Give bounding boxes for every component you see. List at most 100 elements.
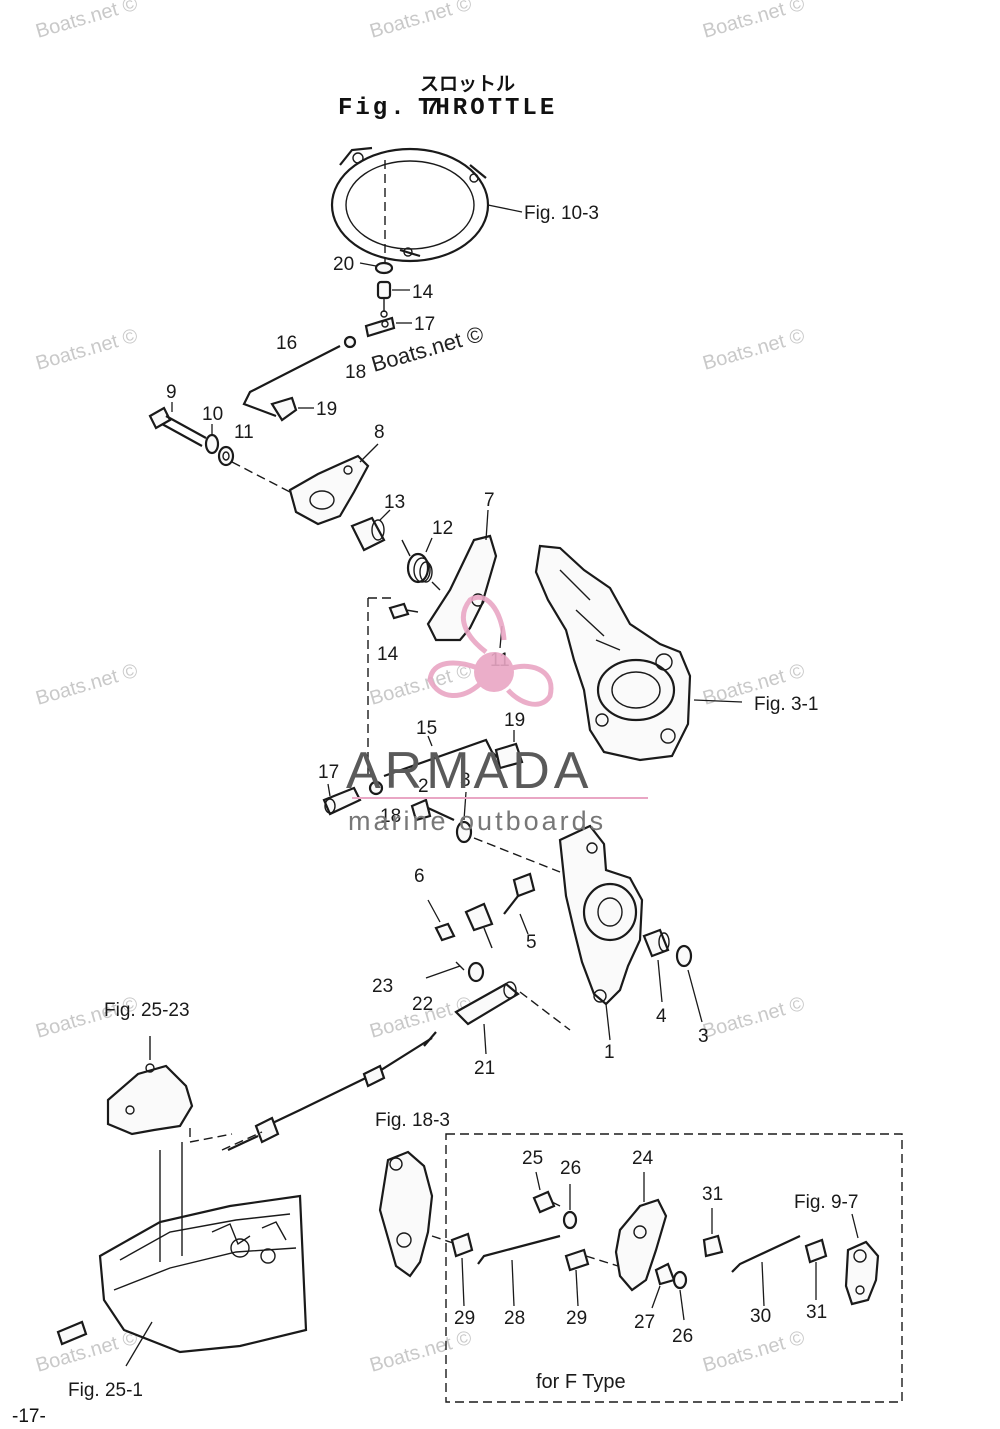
washer-22 <box>467 961 485 983</box>
throttle-lever-8 <box>288 454 370 526</box>
collar-27 <box>654 1262 676 1286</box>
ref-fig-9-7: Fig. 9-7 <box>794 1192 858 1213</box>
watermark-text: Boats.net © <box>33 325 140 375</box>
cable-joint-21 <box>454 981 520 1026</box>
ref-fig-18-3: Fig. 18-3 <box>375 1110 450 1131</box>
watermark-text: Boats.net © <box>700 993 807 1043</box>
clip-29-right <box>564 1248 590 1272</box>
armada-tagline: marine outboards <box>348 806 606 836</box>
callout-1: 1 <box>604 1042 615 1063</box>
callout-21: 21 <box>474 1058 495 1079</box>
watermark-text: Boats.net © <box>33 0 140 43</box>
ref-fig-25-1: Fig. 25-1 <box>68 1380 143 1401</box>
callout-17-mid: 17 <box>318 762 339 783</box>
shift-bracket <box>378 1150 434 1278</box>
lower-cowling <box>56 1142 308 1354</box>
watermark-text: Boats.net © <box>700 325 807 375</box>
carburetor-body <box>534 544 692 762</box>
clip-31-left <box>702 1234 724 1258</box>
ref-fig-25-23: Fig. 25-23 <box>104 1000 190 1021</box>
callout-30: 30 <box>750 1306 771 1327</box>
callout-19-mid: 19 <box>504 710 525 731</box>
callout-26-top: 26 <box>560 1158 581 1179</box>
nipple-14-top <box>376 280 392 318</box>
callout-25: 25 <box>522 1148 543 1169</box>
joint-17-top <box>364 316 396 338</box>
torsion-spring-12 <box>401 539 441 591</box>
title-japanese: スロットル <box>420 73 515 95</box>
figure-title: THROTTLE <box>418 95 557 122</box>
f-type-label: for F Type <box>536 1371 626 1393</box>
bushing-arm <box>464 902 494 949</box>
callout-2: 2 <box>418 776 429 797</box>
callout-29-left: 29 <box>454 1308 475 1329</box>
watermark-text: Boats.net © <box>367 1327 474 1377</box>
washer-11-top <box>217 445 235 467</box>
callout-19-top: 19 <box>316 399 337 420</box>
callout-12: 12 <box>432 518 453 539</box>
washer-26-bottom <box>672 1270 688 1290</box>
clip-31-right <box>804 1238 828 1264</box>
callout-4: 4 <box>656 1006 667 1027</box>
callout-29-right: 29 <box>566 1308 587 1329</box>
callout-10: 10 <box>202 404 223 425</box>
nut-6 <box>434 922 456 942</box>
callout-18-top: 18 <box>345 362 366 383</box>
callout-11-top: 11 <box>234 422 254 443</box>
throttle-cam-1 <box>558 824 644 1006</box>
callout-17-top: 17 <box>414 314 435 335</box>
washer-3-mid <box>455 820 473 844</box>
callout-24: 24 <box>632 1148 654 1169</box>
carb-lever <box>844 1240 880 1306</box>
lever-24 <box>614 1198 668 1292</box>
washer-3-right <box>675 944 693 968</box>
callout-7: 7 <box>484 490 495 511</box>
joint-17-mid <box>322 786 362 816</box>
callout-14-mid: 14 <box>377 644 399 665</box>
callout-13: 13 <box>384 492 405 513</box>
callout-14-top: 14 <box>412 282 434 303</box>
armada-watermark <box>427 595 554 707</box>
callout-31-right: 31 <box>806 1302 827 1323</box>
callout-6: 6 <box>414 866 425 887</box>
clip-19-mid <box>494 742 524 770</box>
figure-number: Fig. 7 <box>338 95 442 122</box>
nut-18-mid <box>368 780 384 796</box>
bolt-5 <box>503 872 536 915</box>
callout-15: 15 <box>416 718 437 739</box>
rod-30 <box>731 1235 801 1273</box>
collar-4 <box>642 928 670 958</box>
armada-wordmark: ARMADA <box>346 742 592 800</box>
callout-3-mid: 3 <box>460 770 471 791</box>
callout-26-bottom: 26 <box>672 1326 693 1347</box>
washer-20 <box>374 261 394 275</box>
washer-26-top <box>562 1210 578 1230</box>
f-type-box <box>445 1133 903 1403</box>
page-number: -17- <box>12 1406 46 1427</box>
watermark-text: Boats.net © <box>33 660 140 710</box>
ref-fig-10-3: Fig. 10-3 <box>524 203 599 224</box>
clip-29-left <box>450 1232 474 1258</box>
throttle-rod-16 <box>242 335 357 418</box>
bolt-9 <box>148 406 207 447</box>
spring-pin-23 <box>425 961 465 979</box>
watermark-text: Boats.net © <box>367 0 474 43</box>
callout-20: 20 <box>333 254 354 275</box>
callout-31-left: 31 <box>702 1184 723 1205</box>
callout-3-right: 3 <box>698 1026 709 1047</box>
callout-16: 16 <box>276 333 297 354</box>
callout-28: 28 <box>504 1308 525 1329</box>
gasket-ring <box>330 146 490 265</box>
nipple-14-mid <box>388 602 419 620</box>
callout-8: 8 <box>374 422 385 443</box>
screw-2 <box>410 798 455 822</box>
ref-fig-3-1: Fig. 3-1 <box>754 694 818 715</box>
clip-19-top <box>270 396 298 422</box>
callout-5: 5 <box>526 932 537 953</box>
watermark-text: Boats.net © <box>367 660 474 710</box>
cable-bracket <box>106 1036 194 1136</box>
rod-28 <box>477 1234 561 1265</box>
washer-10 <box>204 433 220 455</box>
watermark-text: Boats.net © <box>700 1327 807 1377</box>
